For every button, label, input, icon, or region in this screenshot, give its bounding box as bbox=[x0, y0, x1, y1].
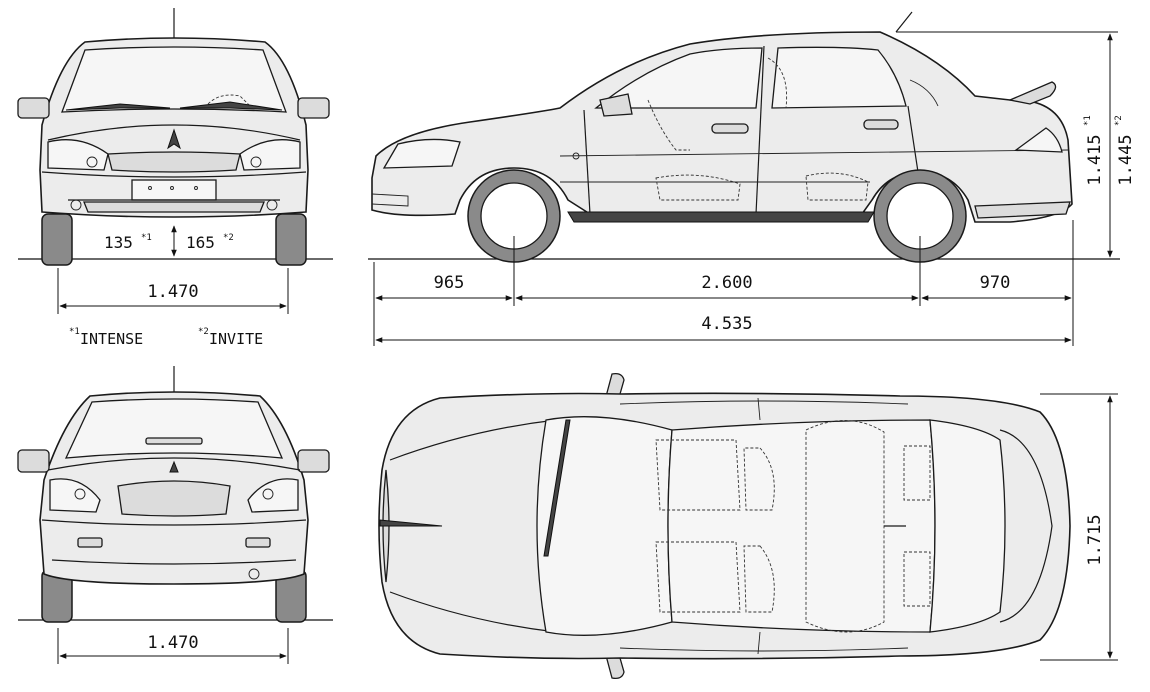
logo-icon bbox=[167, 128, 181, 150]
wheelbase: 2.600 bbox=[701, 273, 752, 293]
trunk-plate-recess bbox=[117, 480, 231, 517]
legend-label-1: INTENSE bbox=[80, 330, 143, 348]
model-legend: *1 INTENSE *2 INVITE bbox=[69, 327, 263, 348]
overall-length: 4.535 bbox=[701, 314, 752, 334]
front-track-width: 1.470 bbox=[147, 282, 198, 302]
legend-mark-1: *1 bbox=[69, 327, 80, 337]
height-a-mark: *1 bbox=[1083, 115, 1093, 126]
left-headlight bbox=[47, 139, 109, 171]
legend-label-2: INVITE bbox=[209, 330, 263, 348]
top-view: 1.715 bbox=[378, 372, 1118, 680]
rear-track-width: 1.470 bbox=[147, 633, 198, 653]
height-b-value: 1.445 bbox=[1116, 134, 1136, 185]
top-rear-window bbox=[929, 419, 1006, 633]
height-b-mark: *2 bbox=[1114, 115, 1124, 126]
rear-window bbox=[64, 398, 284, 459]
front-overhang: 965 bbox=[434, 273, 465, 293]
clearance-b-value: 165 bbox=[186, 233, 215, 252]
side-view: 965 2.600 970 4.535 1.415 *1 1.445 *2 bbox=[368, 11, 1136, 346]
front-right-tire bbox=[275, 213, 307, 266]
height-a-value: 1.415 bbox=[1085, 134, 1105, 185]
left-mirror bbox=[17, 97, 50, 119]
front-side-window bbox=[594, 47, 763, 109]
front-view: 135 *1 165 *2 1.470 bbox=[17, 8, 333, 314]
rear-view: 1.470 bbox=[17, 366, 333, 664]
license-plate bbox=[131, 179, 217, 201]
rear-side-window bbox=[771, 46, 907, 109]
front-door-handle bbox=[711, 123, 749, 134]
legend-mark-2: *2 bbox=[198, 327, 209, 337]
top-windshield bbox=[536, 416, 673, 636]
side-taillight bbox=[1014, 127, 1063, 153]
top-logo-icon bbox=[379, 519, 443, 527]
right-headlight bbox=[239, 139, 301, 171]
rear-logo-icon bbox=[169, 460, 179, 473]
right-mirror bbox=[297, 97, 330, 119]
rear-door-handle bbox=[863, 119, 899, 130]
overall-width: 1.715 bbox=[1085, 514, 1105, 565]
side-headlight bbox=[382, 138, 461, 169]
clearance-b-mark: *2 bbox=[223, 233, 234, 243]
clearance-a-mark: *1 bbox=[141, 233, 152, 243]
rear-overhang: 970 bbox=[980, 273, 1011, 293]
clearance-a-value: 135 bbox=[104, 233, 133, 252]
front-left-tire bbox=[41, 213, 73, 266]
